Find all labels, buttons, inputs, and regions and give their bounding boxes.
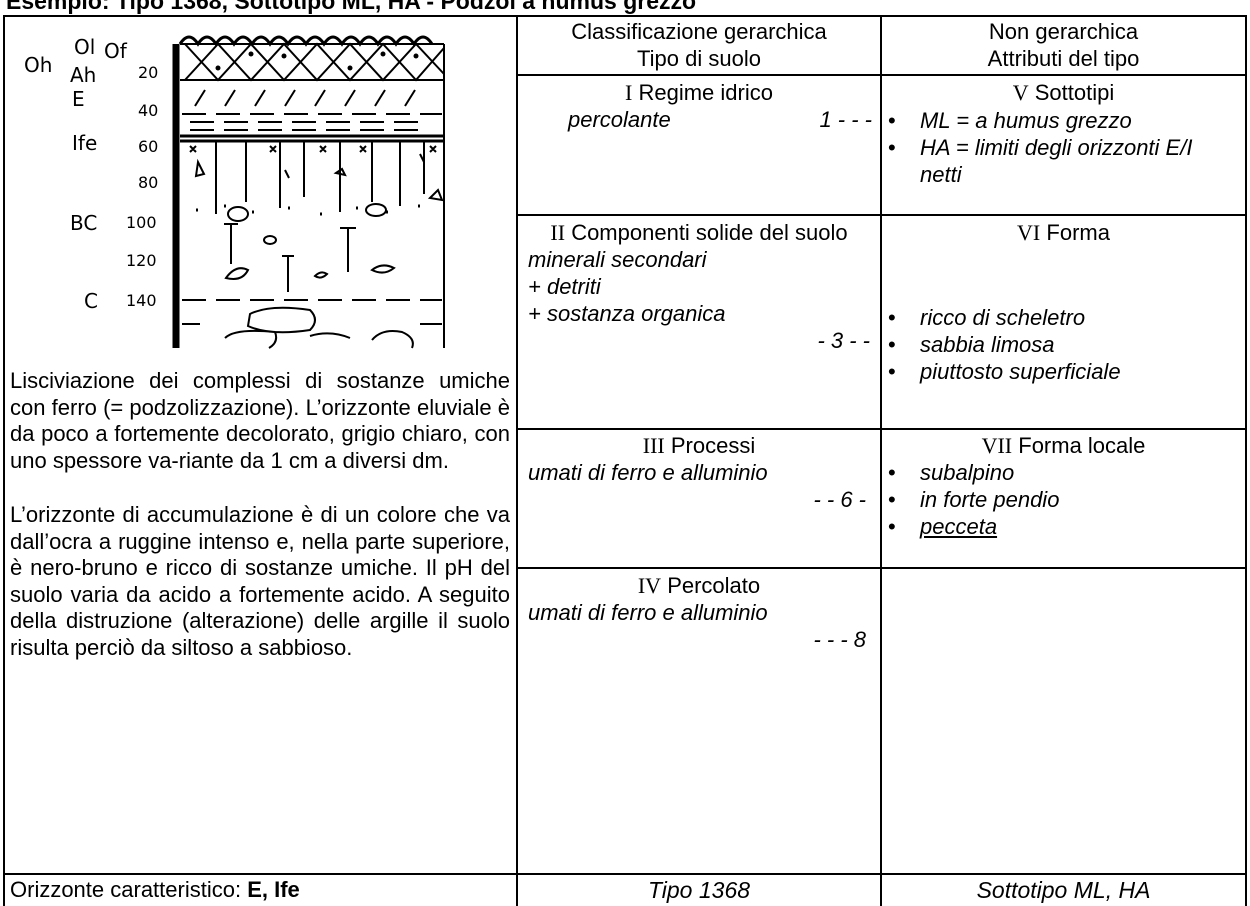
page-title: Esempio: Tipo 1368, Sottotipo ML, HA - P… xyxy=(6,0,697,14)
footer-sottotipo: Sottotipo ML, HA xyxy=(976,877,1151,903)
section-title: III Processi xyxy=(518,432,880,459)
attribute-item: pecceta xyxy=(882,513,1245,540)
attribute-item: ricco di scheletro xyxy=(882,304,1245,331)
section-value: percolante xyxy=(568,107,671,132)
section-title: I Regime idrico xyxy=(518,79,880,106)
grid-line xyxy=(516,214,1247,216)
grid-line xyxy=(1245,15,1247,906)
section-code: - 3 - - xyxy=(817,328,870,353)
attribute-item: piuttosto superficiale xyxy=(882,358,1245,385)
section-code: - - - 8 xyxy=(813,627,866,652)
middle-header-line1: Classificazione gerarchica xyxy=(571,19,827,44)
section-numeral: I xyxy=(625,80,633,105)
section-code: - - 6 - xyxy=(813,487,866,512)
right-header-line2: Attributi del tipo xyxy=(987,46,1140,71)
attribute-title: VI Forma xyxy=(882,219,1245,246)
section-value: umati di ferro e alluminio xyxy=(528,600,768,625)
description-paragraph-2: L’orizzonte di accumulazione è di un col… xyxy=(10,502,510,660)
section-title-text: Percolato xyxy=(667,573,761,598)
attribute-numeral: VI xyxy=(1017,220,1041,245)
middle-header-line2: Tipo di suolo xyxy=(637,46,761,71)
attribute-item: ML = a humus grezzo xyxy=(882,107,1245,134)
section-numeral: IV xyxy=(637,573,662,598)
section-percolato: IV Percolato umati di ferro e alluminio … xyxy=(518,572,880,653)
soil-profile-diagram: Ol Of Oh Ah E Ife BC C 20 40 60 80 100 1… xyxy=(24,35,445,349)
horizon-label-bc: BC xyxy=(70,211,97,235)
description-paragraph-1: Lisciviazione dei complessi di sostanze … xyxy=(10,368,510,473)
depth-label: 120 xyxy=(126,251,157,270)
grid-line xyxy=(3,873,1247,875)
grid-line xyxy=(516,74,1247,76)
section-title-text: Regime idrico xyxy=(638,80,773,105)
section-numeral: II xyxy=(550,220,566,245)
depth-label: 100 xyxy=(126,213,157,232)
attribute-item: in forte pendio xyxy=(882,486,1245,513)
attribute-title: V Sottotipi xyxy=(882,79,1245,106)
horizon-label-oh: Oh xyxy=(24,53,52,77)
horizon-label-e: E xyxy=(72,87,85,111)
attribute-item: subalpino xyxy=(882,459,1245,486)
depth-label: 80 xyxy=(138,173,158,192)
grid-line xyxy=(3,15,5,906)
footer-value: E, Ife xyxy=(247,877,300,902)
section-title-text: Processi xyxy=(670,433,756,458)
footer-label: Orizzonte caratteristico: xyxy=(10,877,248,902)
section-title-text: Componenti solide del suolo xyxy=(571,220,848,245)
horizon-label-c: C xyxy=(84,289,98,313)
grid-line xyxy=(516,567,1247,569)
attribute-title-text: Sottotipi xyxy=(1034,80,1115,105)
section-value: umati di ferro e alluminio xyxy=(528,460,768,485)
horizon-label-ife: Ife xyxy=(72,131,97,155)
attribute-forma-locale: VII Forma locale subalpino in forte pend… xyxy=(882,432,1245,540)
grid-line xyxy=(516,428,1247,430)
depth-label: 20 xyxy=(138,63,158,82)
section-code: 1 - - - xyxy=(819,107,872,132)
grid-line xyxy=(880,15,882,906)
section-item: + sostanza organica xyxy=(528,301,726,326)
horizon-label-ah: Ah xyxy=(70,63,96,87)
horizon-label-ol: Ol xyxy=(74,35,95,59)
section-componenti-solide: II Componenti solide del suolo minerali … xyxy=(518,219,880,354)
depth-label: 40 xyxy=(138,101,158,120)
section-item: + detriti xyxy=(528,274,601,299)
section-title: II Componenti solide del suolo xyxy=(518,219,880,246)
section-title: IV Percolato xyxy=(518,572,880,599)
attribute-item: HA = limiti degli orizzonti E/I netti xyxy=(882,134,1245,188)
attribute-numeral: VII xyxy=(981,433,1013,458)
section-numeral: III xyxy=(642,433,665,458)
right-header-line1: Non gerarchica xyxy=(988,19,1139,44)
grid-line xyxy=(3,15,1247,17)
attribute-item: sabbia limosa xyxy=(882,331,1245,358)
attribute-title-text: Forma locale xyxy=(1018,433,1146,458)
middle-column-header: Classificazione gerarchica Tipo di suolo xyxy=(518,18,880,72)
grid-line xyxy=(516,15,518,906)
depth-label: 140 xyxy=(126,291,157,310)
section-item: minerali secondari xyxy=(528,247,707,272)
attribute-title: VII Forma locale xyxy=(882,432,1245,459)
horizon-label-of: Of xyxy=(104,39,128,63)
attribute-title-text: Forma xyxy=(1046,220,1110,245)
depth-label: 60 xyxy=(138,137,158,156)
right-column-header: Non gerarchica Attributi del tipo xyxy=(882,18,1245,72)
attribute-forma: VI Forma ricco di scheletro sabbia limos… xyxy=(882,219,1245,385)
attribute-numeral: V xyxy=(1012,80,1029,105)
footer-characteristic-horizon: Orizzonte caratteristico: E, Ife xyxy=(10,876,510,904)
footer-tipo: Tipo 1368 xyxy=(647,877,751,903)
attribute-sottotipi: V Sottotipi ML = a humus grezzo HA = lim… xyxy=(882,79,1245,188)
section-regime-idrico: I Regime idrico percolante 1 - - - xyxy=(518,79,880,133)
section-processi: III Processi umati di ferro e alluminio … xyxy=(518,432,880,513)
